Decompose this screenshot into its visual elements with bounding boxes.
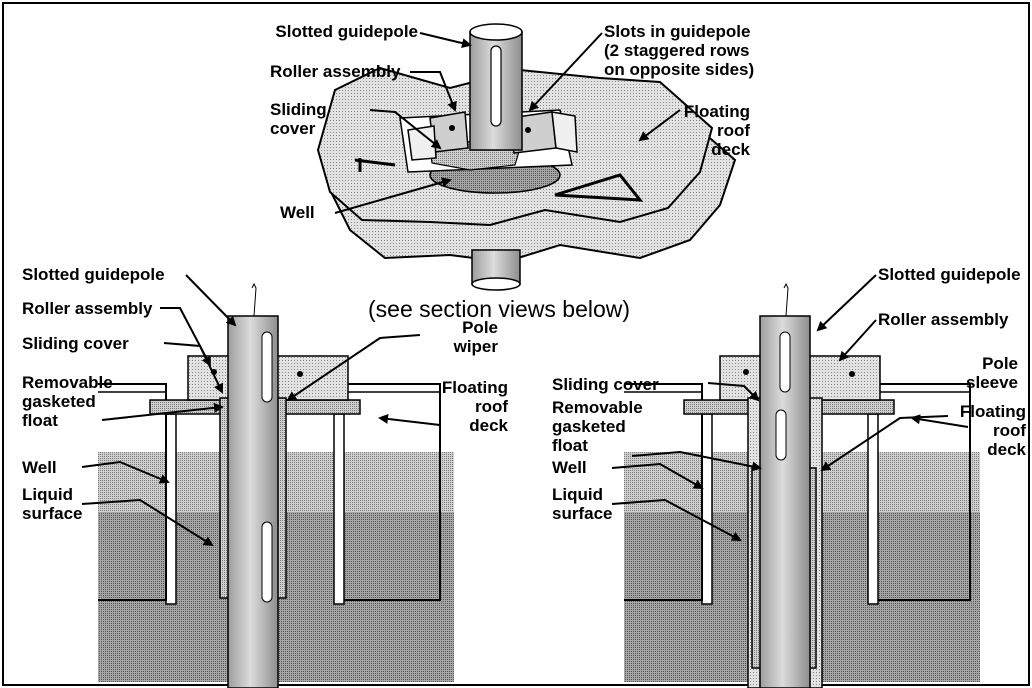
left-label-slotted-guidepole: Slotted guidepole bbox=[22, 265, 165, 284]
right-label-roller-assembly: Roller assembly bbox=[878, 310, 1009, 329]
left-label-sliding-cover: Sliding cover bbox=[22, 334, 129, 353]
left-label-liquid-surface: Liquid surface bbox=[22, 485, 83, 523]
right-label-floating-roof-deck: Floating roof deck bbox=[959, 402, 1026, 459]
top-label-floating-roof-deck: Floating roof deck bbox=[683, 102, 750, 159]
top-label-sliding-cover: Sliding cover bbox=[270, 100, 327, 138]
top-label-roller-assembly: Roller assembly bbox=[270, 62, 401, 81]
left-label-removable-gasketed-float: Removable gasketed float bbox=[22, 373, 113, 430]
right-label-liquid-surface: Liquid surface bbox=[552, 485, 613, 523]
right-label-well: Well bbox=[552, 458, 587, 477]
left-label-roller-assembly: Roller assembly bbox=[22, 299, 153, 318]
top-3d-view bbox=[316, 23, 737, 291]
left-label-well: Well bbox=[22, 458, 57, 477]
left-section-view bbox=[81, 274, 454, 688]
top-label-slotted-guidepole: Slotted guidepole bbox=[275, 22, 418, 41]
top-label-well: Well bbox=[280, 203, 315, 222]
left-label-pole-wiper: Pole wiper bbox=[453, 318, 498, 356]
left-label-floating-roof-deck: Floating roof deck bbox=[441, 378, 508, 435]
right-label-sliding-cover: Sliding cover bbox=[552, 375, 659, 394]
top-label-slots-in-guidepole: Slots in guidepole (2 staggered rows on … bbox=[604, 22, 755, 79]
right-label-removable-gasketed-float: Removable gasketed float bbox=[552, 398, 643, 455]
right-label-pole-sleeve: Pole sleeve bbox=[966, 354, 1018, 392]
caption-see-section-views: (see section views below) bbox=[368, 296, 631, 322]
right-section-view bbox=[611, 274, 980, 688]
right-label-slotted-guidepole: Slotted guidepole bbox=[878, 265, 1021, 284]
